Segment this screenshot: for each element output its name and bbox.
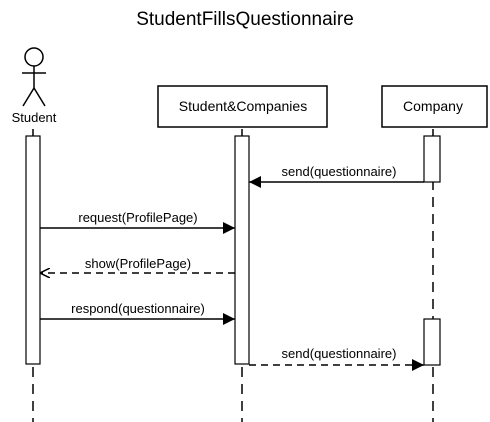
- message-label: show(ProfilePage): [85, 256, 191, 271]
- participant-system: Student&Companies: [157, 85, 328, 128]
- message-request-profile-page: request(ProfilePage): [40, 210, 235, 234]
- activation-bar-student: [25, 135, 41, 365]
- message-show-profile-page: show(ProfilePage): [40, 256, 235, 273]
- stick-figure-icon: [22, 47, 46, 107]
- participant-box-company: [381, 85, 488, 128]
- message-label: respond(questionnaire): [71, 301, 205, 316]
- participant-company: Company: [381, 85, 488, 128]
- participant-label-company: Company: [403, 98, 463, 114]
- message-label: request(ProfilePage): [78, 210, 197, 225]
- participant-label-student: Student: [12, 110, 57, 125]
- participant-box-system: [157, 85, 328, 128]
- student-actor: Student: [12, 47, 57, 125]
- message-send-questionnaire-1: send(questionnaire): [249, 164, 424, 188]
- message-respond-questionnaire: respond(questionnaire): [40, 301, 235, 325]
- message-label: send(questionnaire): [282, 346, 397, 361]
- participant-label-system: Student&Companies: [179, 98, 307, 114]
- activation-bar-system: [234, 135, 250, 365]
- diagram-title: StudentFillsQuestionnaire: [136, 9, 354, 30]
- activation-bar-company-2: [423, 318, 441, 366]
- activation-bar-company-1: [423, 135, 441, 183]
- message-label: send(questionnaire): [282, 164, 397, 179]
- message-send-questionnaire-2: send(questionnaire): [249, 346, 424, 371]
